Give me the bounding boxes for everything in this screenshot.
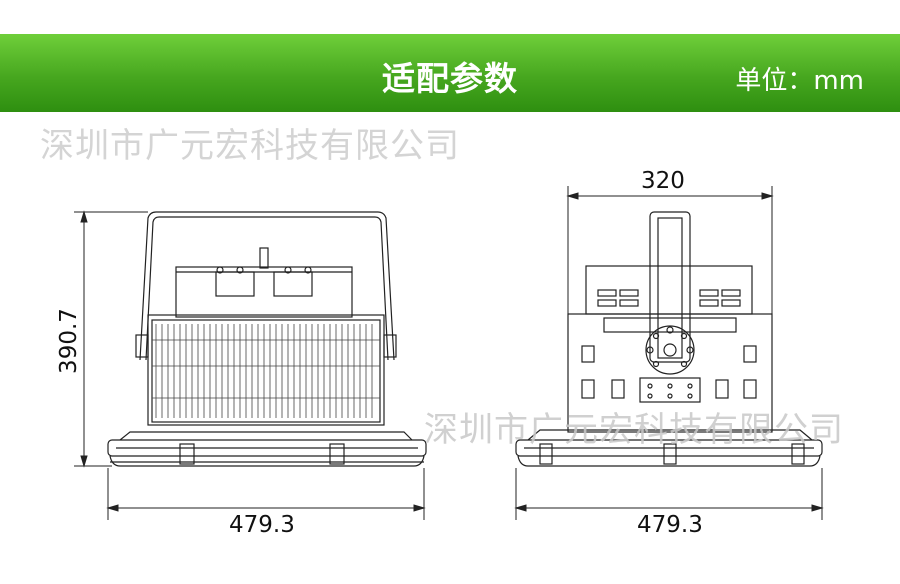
- dimension-lines: [74, 186, 824, 520]
- watermark-top: 深圳市广元宏科技有限公司: [40, 126, 460, 166]
- heatsink-fins: [152, 324, 380, 418]
- side-view: [515, 211, 823, 467]
- dimension-side-width: 479.3: [637, 512, 703, 538]
- dimension-height: 390.7: [56, 308, 82, 374]
- watermark-overlay: 深圳市广元宏科技有限公司: [424, 410, 844, 450]
- unit-label: 单位：mm: [735, 66, 864, 96]
- front-view: [107, 211, 427, 467]
- dimension-top-width: 320: [641, 168, 685, 194]
- header-banner: 适配参数 单位：mm: [0, 34, 900, 112]
- page-title: 适配参数: [382, 59, 518, 98]
- dimension-front-width: 479.3: [229, 512, 295, 538]
